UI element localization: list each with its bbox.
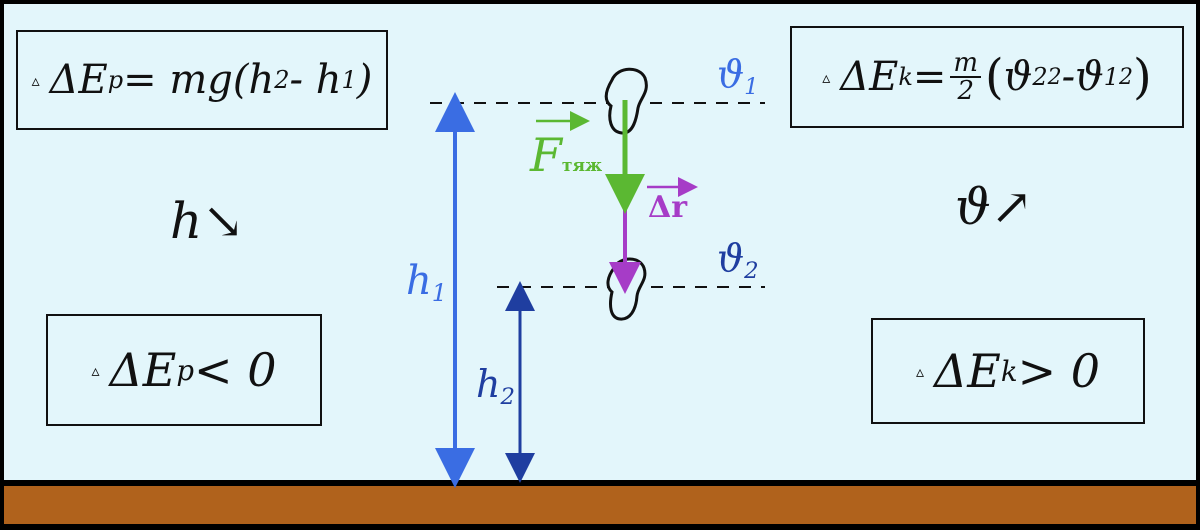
fraction-denominator: 2	[957, 76, 974, 106]
force-subscript: тяж	[561, 156, 603, 176]
open-paren: (	[985, 49, 1004, 105]
mass-half-fraction: m 2	[950, 50, 982, 106]
h2-label: h2	[476, 362, 515, 410]
ep-h1-subscript: 1	[341, 66, 357, 94]
up-arrow-icon: ↗	[990, 178, 1033, 236]
v2-label: ϑ2	[717, 236, 759, 284]
down-arrow-icon: ↘	[202, 192, 245, 250]
close-paren: )	[1133, 49, 1152, 105]
h1-subscript: 1	[431, 279, 448, 308]
displacement-symbol: Δr	[648, 190, 688, 225]
displacement-label: Δr	[648, 190, 687, 225]
ek-prefix: ΔE	[840, 54, 899, 100]
ep-prefix: ΔE	[49, 57, 108, 103]
ek-v-b: ϑ	[1075, 54, 1104, 100]
gravity-force-label: Fтяж	[530, 128, 602, 182]
ep-sign-relation: < 0	[194, 343, 277, 397]
force-symbol: F	[530, 128, 562, 182]
fraction-numerator: m	[950, 50, 982, 78]
v1-label: ϑ1	[717, 52, 759, 100]
ek-sign-prefix: ΔE	[934, 344, 1001, 398]
small-triangle-icon: ▵	[91, 360, 100, 380]
height-symbol: h	[170, 192, 203, 250]
ek-v-a: ϑ	[1003, 54, 1033, 100]
speed-increases-mark: ϑ↗	[955, 178, 1033, 236]
ek-minus: -	[1061, 54, 1076, 100]
ep-sign-subscript: p	[176, 353, 195, 387]
height-decreases-mark: h↘	[170, 192, 244, 250]
ek-v-a-square: 2	[1047, 64, 1062, 90]
v2-symbol: ϑ	[717, 236, 745, 280]
ground	[4, 486, 1196, 524]
ek-v-a-subscript: 2	[1032, 63, 1048, 91]
ep-sign-prefix: ΔE	[109, 343, 177, 397]
speed-symbol: ϑ	[955, 178, 991, 236]
ep-rhs: = mg(h	[123, 57, 275, 103]
v2-subscript: 2	[744, 257, 759, 284]
ep-close: )	[356, 57, 373, 103]
ek-subscript: k	[898, 63, 913, 91]
v1-symbol: ϑ	[717, 52, 745, 96]
ek-sign-relation: > 0	[1017, 344, 1100, 398]
small-triangle-icon: ▵	[915, 361, 925, 381]
h2-symbol: h	[476, 362, 501, 406]
h1-symbol: h	[406, 258, 432, 304]
ep-subscript: p	[107, 66, 124, 94]
ek-sign-subscript: k	[1000, 354, 1018, 388]
ep-h2-subscript: 2	[274, 66, 290, 94]
h1-label: h1	[406, 258, 447, 307]
h2-subscript: 2	[500, 383, 515, 410]
v1-subscript: 1	[744, 73, 759, 100]
ek-equals: =	[912, 54, 947, 100]
ek-v-b-subscript: 1	[1103, 63, 1120, 91]
ek-v-b-square: 2	[1119, 64, 1134, 90]
small-triangle-icon: ▵	[31, 70, 40, 90]
ep-mid: - h	[289, 57, 342, 103]
small-triangle-icon: ▵	[822, 67, 831, 87]
